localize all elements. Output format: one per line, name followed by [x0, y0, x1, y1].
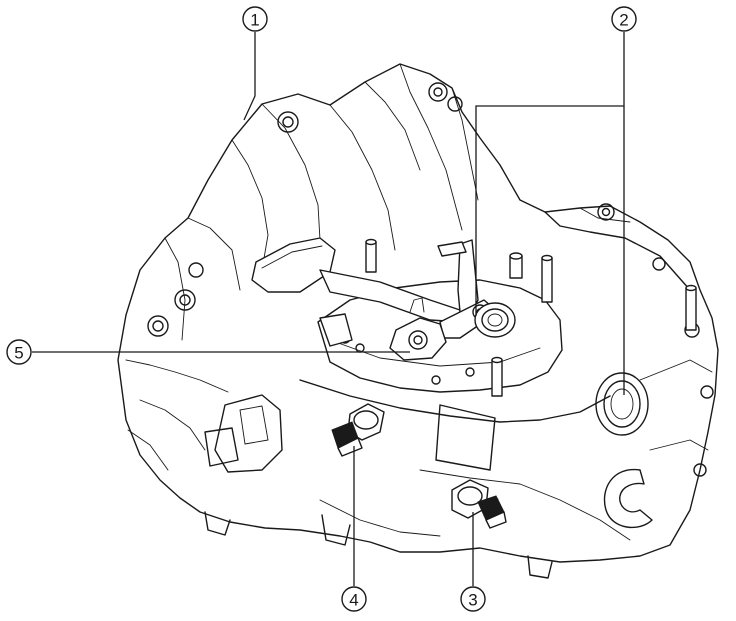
stud	[509, 252, 523, 279]
callout-1: 1	[242, 6, 268, 32]
callout-4: 4	[341, 586, 367, 612]
callout-5: 5	[6, 339, 32, 365]
callout-5-label: 5	[14, 344, 23, 363]
shift-mechanism	[251, 237, 697, 397]
leader-lines	[32, 32, 625, 586]
stud	[491, 356, 503, 397]
switch-4	[331, 403, 385, 457]
switch-3	[451, 479, 507, 529]
callout-2-label: 2	[619, 11, 628, 30]
callout-3: 3	[460, 586, 486, 612]
callout-4-label: 4	[349, 591, 358, 610]
callout-3-label: 3	[468, 591, 477, 610]
stud	[365, 238, 377, 273]
stud	[685, 284, 697, 331]
callout-2: 2	[611, 6, 637, 32]
stud	[541, 254, 553, 303]
callout-1-label: 1	[250, 11, 259, 30]
